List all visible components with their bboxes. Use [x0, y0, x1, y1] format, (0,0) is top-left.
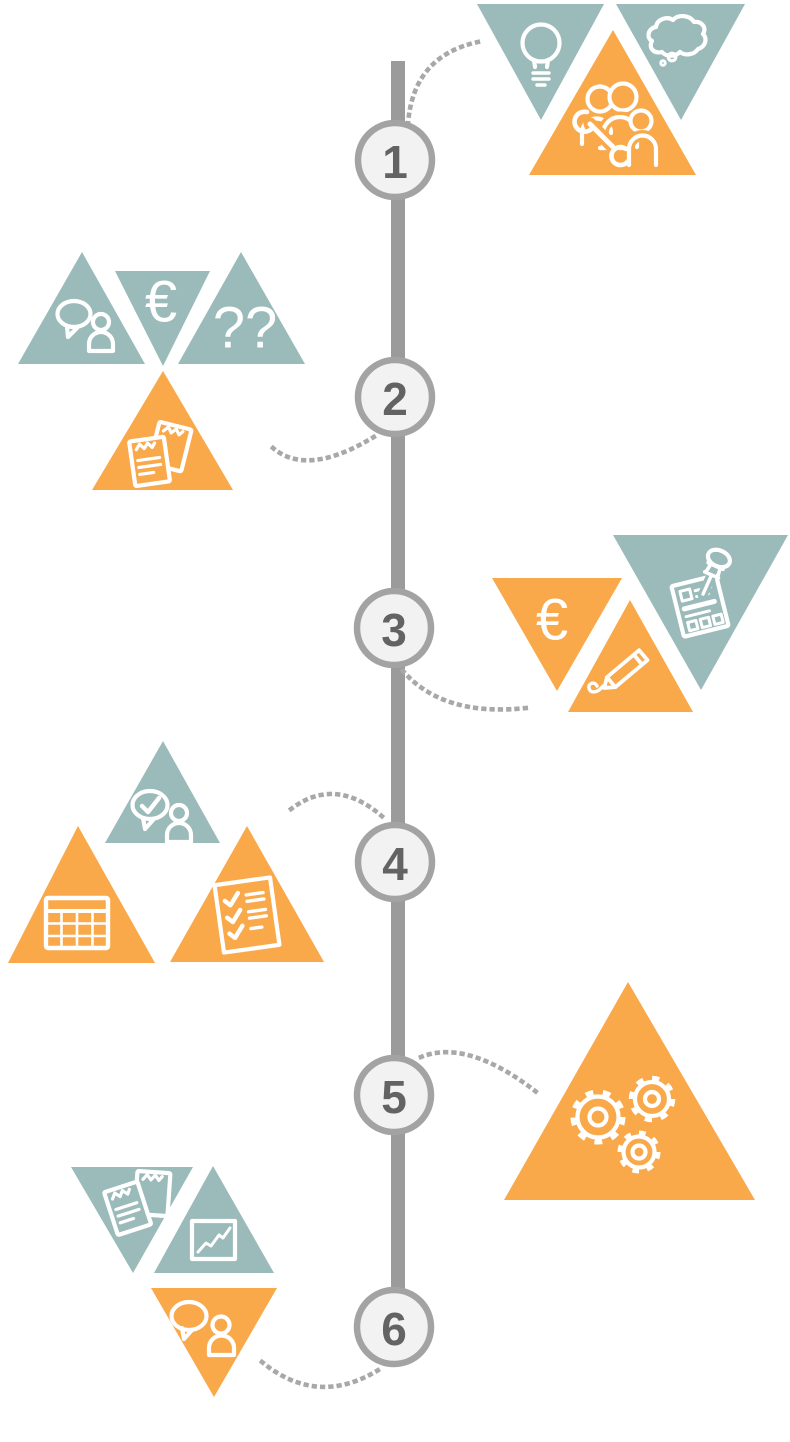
step-marker-5: 5 [353, 1054, 435, 1136]
step-3-cluster: € [353, 535, 788, 712]
triangle-orange-up [8, 826, 155, 963]
step-circle [354, 356, 436, 438]
gear-small-top [628, 1075, 676, 1123]
triangle-orange-down [492, 578, 622, 691]
step-2-cluster: € ?? 2 [18, 252, 436, 490]
step-marker-3: 3 [353, 587, 435, 669]
step-marker-6: 6 [353, 1286, 435, 1368]
step-circle [353, 1054, 435, 1136]
connector-arcs [258, 39, 543, 1390]
step-marker-4: 4 [354, 821, 436, 903]
connector-arc-1 [405, 39, 481, 127]
connector-arc-4 [287, 791, 388, 822]
documents-icon [127, 419, 194, 489]
step-circle [354, 119, 436, 201]
schedule-table-icon [43, 895, 111, 951]
svg-text:€: € [536, 588, 568, 653]
step-number: 4 [382, 838, 408, 890]
double-question-icon: ?? [213, 296, 278, 361]
step-number: 3 [381, 604, 407, 656]
thought-cloud-icon [646, 14, 708, 67]
triangle-orange-down [151, 1288, 277, 1397]
dialog-person-icon [55, 298, 116, 354]
step-circle [353, 587, 435, 669]
triangle-orange-up [504, 982, 755, 1200]
step-number: 1 [382, 136, 408, 188]
step-6-cluster: 6 [71, 1166, 435, 1397]
euro-icon: € [145, 270, 177, 335]
gear-small-bottom [614, 1127, 664, 1177]
connector-arc-2 [269, 431, 381, 463]
gear-large [569, 1088, 627, 1146]
step-circle [353, 1286, 435, 1368]
team-build-icon [572, 81, 662, 171]
svg-text:€: € [145, 270, 177, 335]
checklist-icon [212, 875, 282, 955]
triangle-teal-down [115, 271, 210, 366]
connector-arc-5 [418, 1049, 543, 1098]
lightbulb-icon [520, 22, 562, 87]
pushpin-icon [697, 547, 733, 601]
step-4-cluster: 4 [8, 741, 436, 963]
documents-icon [102, 1168, 173, 1237]
pinned-note-icon [669, 547, 733, 639]
step-5-cluster: 5 [353, 982, 755, 1200]
step-number: 5 [381, 1071, 407, 1123]
gears-icon [569, 1075, 676, 1177]
step-marker-1: 1 [354, 119, 436, 201]
growth-chart-icon [189, 1218, 238, 1262]
triangle-teal-up [105, 741, 220, 843]
approval-dialog-icon [130, 788, 194, 845]
step-1-cluster: 1 [354, 4, 745, 201]
connector-arc-3 [399, 667, 529, 712]
step-number: 6 [381, 1303, 407, 1355]
signature-pencil-icon [587, 648, 650, 694]
step-number: 2 [382, 373, 408, 425]
connector-arc-6 [258, 1358, 384, 1390]
svg-text:??: ?? [213, 296, 278, 361]
step-marker-2: 2 [354, 356, 436, 438]
triangle-teal-up [178, 252, 305, 364]
triangle-teal-up [18, 252, 145, 364]
step-circle [354, 821, 436, 903]
euro-icon: € [536, 588, 568, 653]
dialog-person-icon [169, 1299, 237, 1358]
